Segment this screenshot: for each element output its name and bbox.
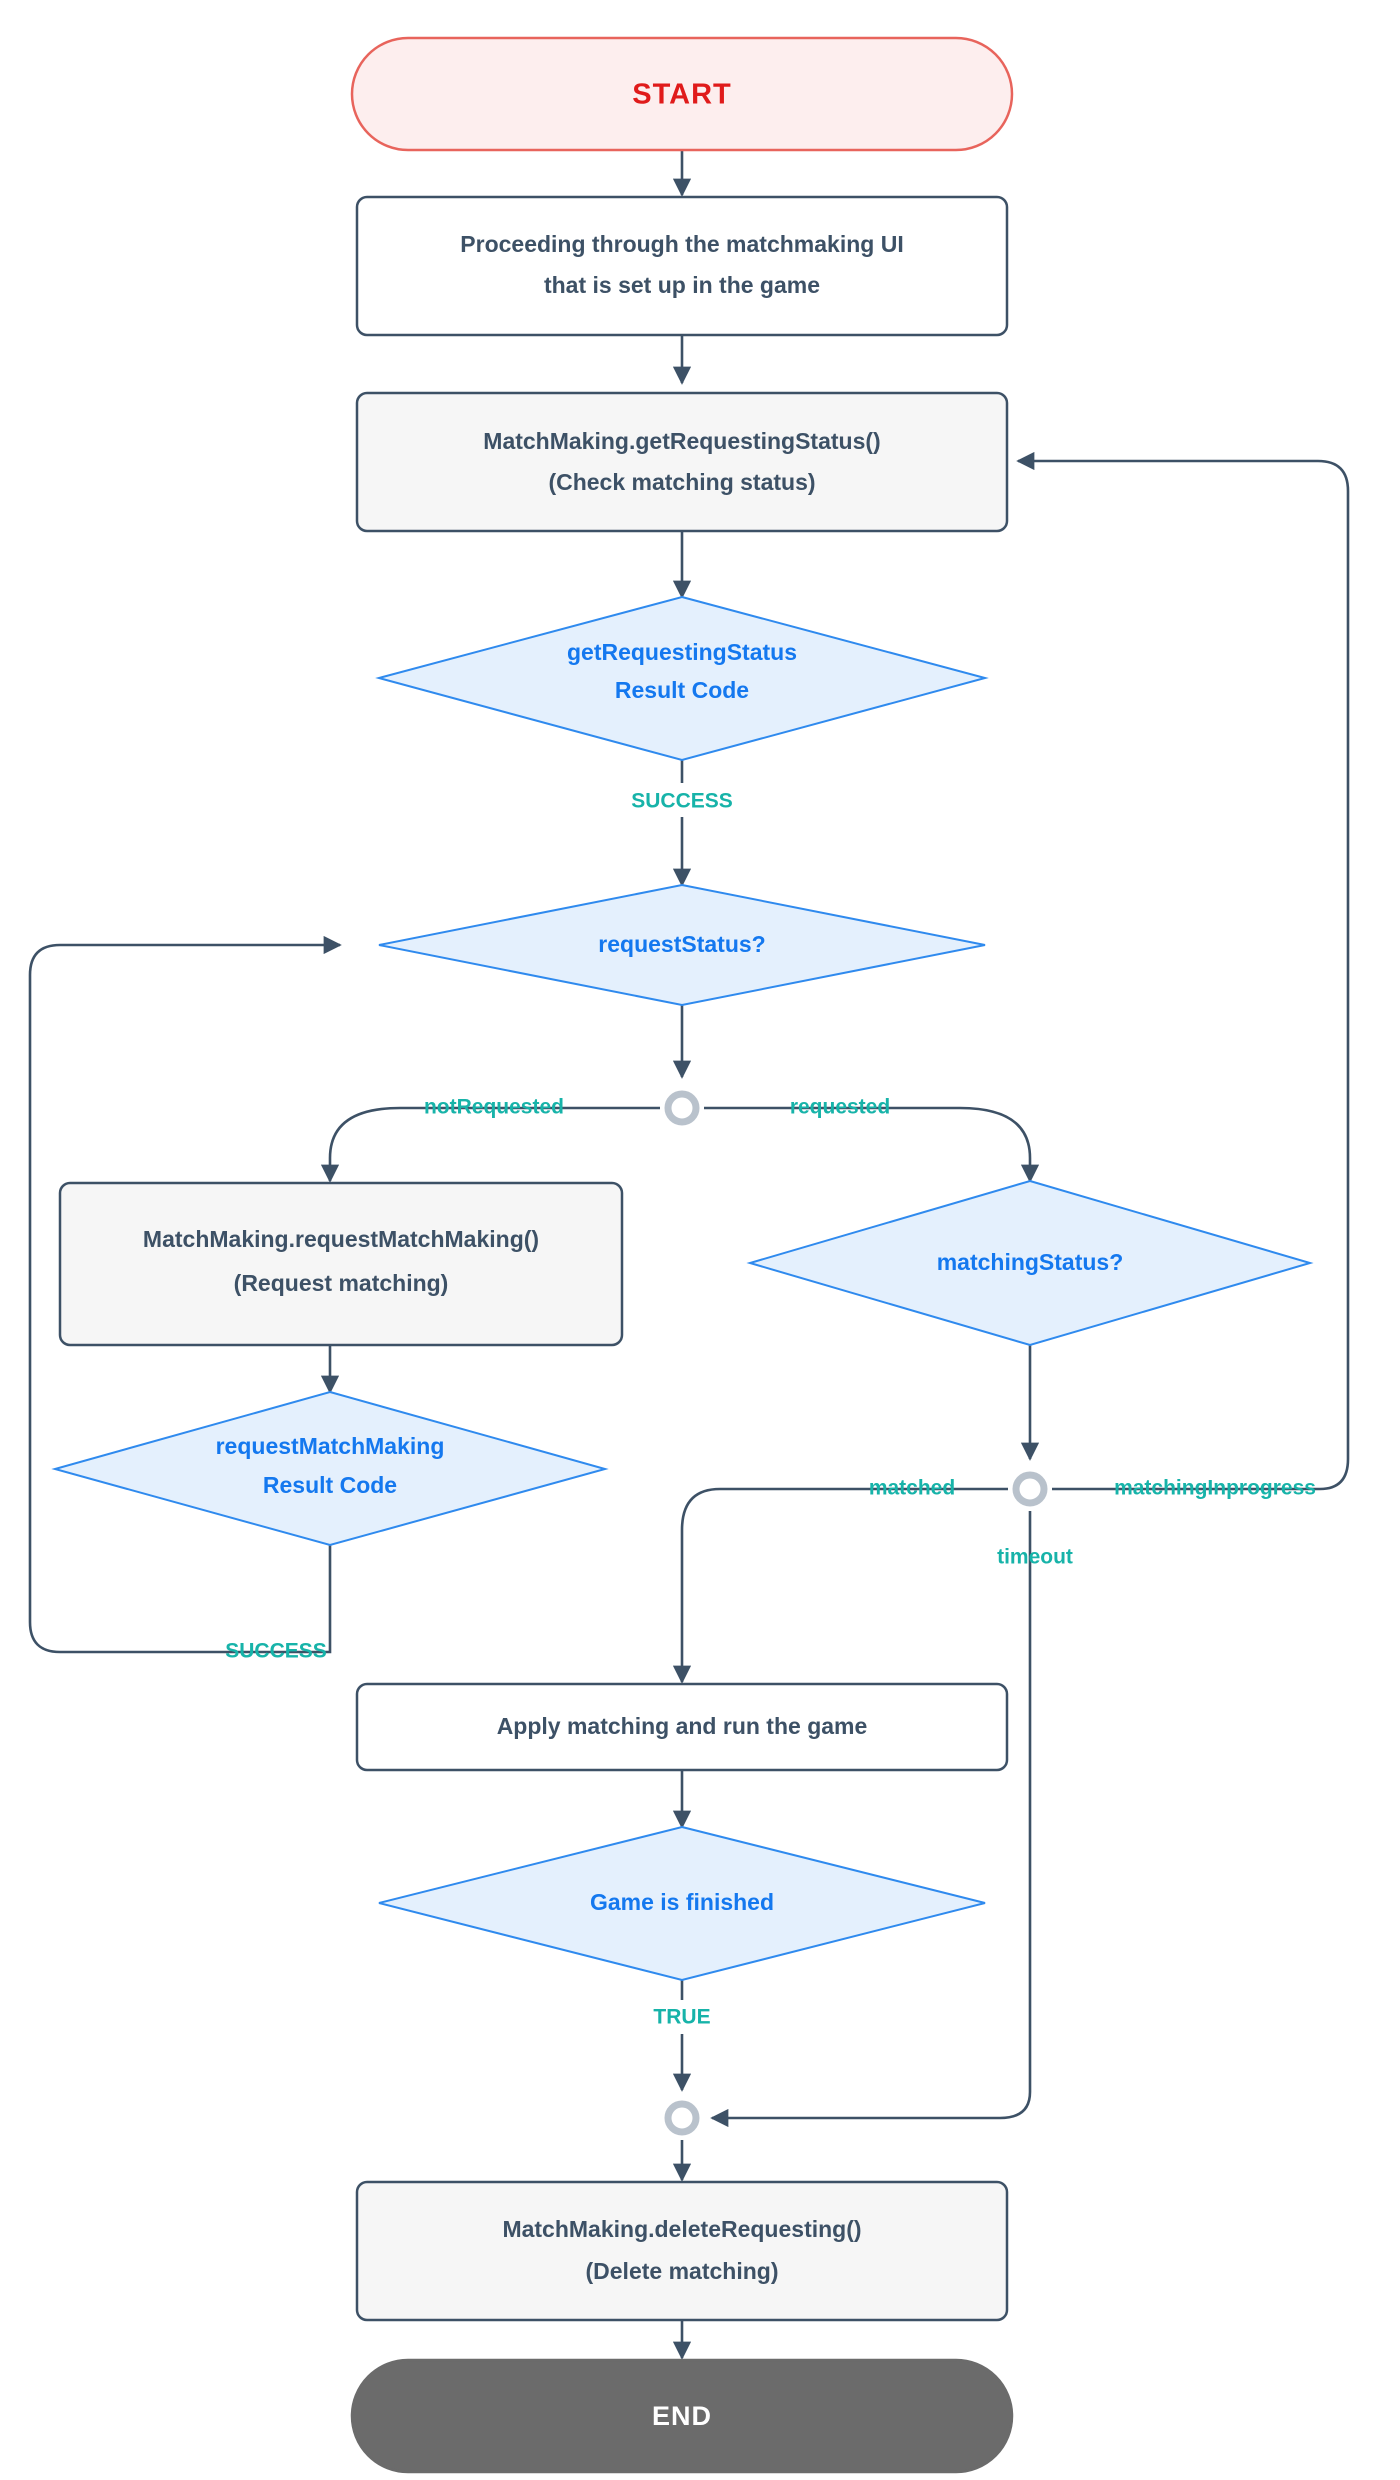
game-is-finished-label: Game is finished [590,1889,774,1915]
delete-requesting-label-line2: (Delete matching) [586,2258,779,2284]
edge-matchinginprogress [1016,451,1350,1491]
edge-label-requested: requested [790,1096,890,1119]
edge-label-not-requested: notRequested [424,1096,564,1119]
request-status-shape [378,883,986,1007]
edge-label-matched: matched [869,1477,955,1500]
end-label: END [652,2401,712,2431]
ui-step-shape [355,195,1009,337]
junction-end-merge-ring [664,2100,700,2136]
get-requesting-status-result-shape [375,595,989,762]
junction-request-status [664,1090,700,1126]
ui-step-label-line1: Proceeding through the matchmaking UI [460,231,903,257]
edge-label-success-2: SUCCESS [225,1640,327,1663]
edge-timeout [710,1511,1032,2128]
edge-label-success-1: SUCCESS [631,790,733,813]
apply-matching-label: Apply matching and run the game [497,1713,868,1739]
request-matchmaking-label-line1: MatchMaking.requestMatchMaking() [143,1226,539,1252]
get-requesting-status-label-line2: (Check matching status) [548,469,815,495]
node-game-is-finished[interactable]: Game is finished [378,1825,986,1982]
edge-label-matching-inprogress: matchingInprogress [1114,1477,1316,1500]
edge-requested [704,1106,1040,1183]
junction-end-merge [664,2100,700,2136]
get-requesting-status-result-label-line2: Result Code [615,677,749,703]
edge-label-true: TRUE [653,2006,710,2029]
get-requesting-status-label-line1: MatchMaking.getRequestingStatus() [483,428,880,454]
node-get-requesting-status-result[interactable]: getRequestingStatus Result Code [375,595,989,762]
request-matchmaking-result-label-line1: requestMatchMaking [216,1433,445,1459]
node-apply-matching[interactable]: Apply matching and run the game [355,1682,1009,1772]
delete-requesting-shape [355,2180,1009,2322]
get-requesting-status-shape [355,391,1009,533]
apply-matching-shape [355,1682,1009,1772]
end-shape [350,2358,1014,2474]
get-requesting-status-result-label-line1: getRequestingStatus [567,639,797,665]
start-label: START [632,79,732,111]
node-delete-requesting[interactable]: MatchMaking.deleteRequesting() (Delete m… [355,2180,1009,2322]
node-request-matchmaking[interactable]: MatchMaking.requestMatchMaking() (Reques… [58,1181,624,1347]
matching-status-shape [746,1179,1314,1347]
edge-notrequested [320,1106,660,1183]
start-shape [350,36,1014,152]
delete-requesting-label-line1: MatchMaking.deleteRequesting() [502,2216,861,2242]
node-get-requesting-status[interactable]: MatchMaking.getRequestingStatus() (Check… [355,391,1009,533]
matching-status-label: matchingStatus? [937,1249,1124,1275]
node-request-status[interactable]: requestStatus? [378,883,986,1007]
node-request-matchmaking-result[interactable]: requestMatchMaking Result Code [51,1390,609,1547]
edge-requestmm-success-loop [28,935,342,1654]
request-matchmaking-shape [58,1181,624,1347]
request-status-label: requestStatus? [598,931,765,957]
request-matchmaking-result-shape [51,1390,609,1547]
request-matchmaking-result-label-line2: Result Code [263,1472,397,1498]
junction-matching-status [1012,1471,1048,1507]
node-start[interactable]: START [350,36,1014,152]
node-end[interactable]: END [350,2358,1014,2474]
junction-matching-status-ring [1012,1471,1048,1507]
edge-matched [672,1487,1008,1684]
request-matchmaking-label-line2: (Request matching) [234,1270,449,1296]
node-matching-status[interactable]: matchingStatus? [746,1179,1314,1347]
game-is-finished-shape [378,1825,986,1982]
node-ui-step[interactable]: Proceeding through the matchmaking UI th… [355,195,1009,337]
ui-step-label-line2: that is set up in the game [544,272,820,298]
junction-request-status-ring [664,1090,700,1126]
edge-label-timeout: timeout [997,1546,1073,1569]
